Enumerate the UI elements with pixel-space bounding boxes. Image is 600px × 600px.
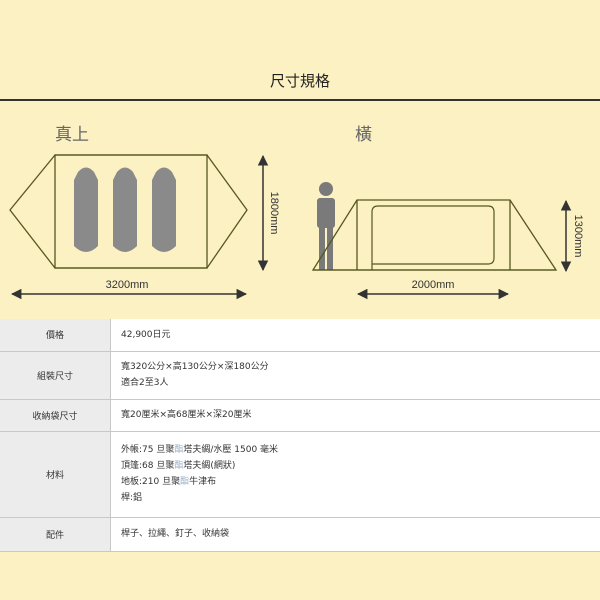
person-icon <box>317 182 335 270</box>
side-view-label: 橫 <box>355 125 372 145</box>
tent-dimension-diagram: 3200mm 1800mm 2000mm 1300mm <box>9 154 584 300</box>
sleeping-bag-1 <box>74 167 98 252</box>
top-view-label: 真上 <box>55 125 89 145</box>
table-row: 配件 桿子、拉繩、釘子、收納袋 <box>0 517 600 552</box>
material-pole: 桿:鋁 <box>121 493 143 503</box>
page-title: 尺寸規格 <box>269 72 330 90</box>
sleeping-bags <box>74 167 176 252</box>
sleeping-bag-3 <box>152 167 176 252</box>
side-width-label: 2000mm <box>412 279 455 291</box>
material-floor: 地板:210 旦聚酯牛津布 <box>121 477 217 487</box>
table-row: 價格 42,900日元 <box>0 319 600 352</box>
tent-door <box>371 205 495 270</box>
material-fly: 外帳:75 旦聚酯塔夫綢/水壓 1500 毫米 <box>121 445 279 455</box>
top-view-tent <box>9 154 248 269</box>
top-width-label: 3200mm <box>106 279 149 291</box>
spec-table: 價格 42,900日元 組裝尺寸 寬320公分×高130公分×深180公分 適合… <box>0 319 600 552</box>
title-divider <box>0 99 600 101</box>
assembled-size-value: 寬320公分×高130公分×深180公分 適合2至3人 <box>110 351 600 400</box>
price-label: 價格 <box>0 319 111 352</box>
accessories-label: 配件 <box>0 517 111 552</box>
side-view-tent <box>311 199 558 271</box>
assembled-size-label: 組裝尺寸 <box>0 351 111 400</box>
material-canopy: 頂篷:68 旦聚酯塔夫綢(網狀) <box>121 461 236 471</box>
material-label: 材料 <box>0 431 111 518</box>
top-depth-label: 1800mm <box>268 192 280 235</box>
side-height-label: 1300mm <box>572 215 584 258</box>
accessories-value: 桿子、拉繩、釘子、收納袋 <box>110 517 600 552</box>
table-row: 收納袋尺寸 寬20厘米×高68厘米×深20厘米 <box>0 399 600 432</box>
material-value: 外帳:75 旦聚酯塔夫綢/水壓 1500 毫米 頂篷:68 旦聚酯塔夫綢(網狀)… <box>110 431 600 518</box>
assembled-size-dimensions: 寬320公分×高130公分×深180公分 <box>121 362 269 372</box>
table-row: 材料 外帳:75 旦聚酯塔夫綢/水壓 1500 毫米 頂篷:68 旦聚酯塔夫綢(… <box>0 431 600 518</box>
price-value: 42,900日元 <box>110 319 600 352</box>
assembled-size-capacity: 適合2至3人 <box>121 378 169 388</box>
table-row: 組裝尺寸 寬320公分×高130公分×深180公分 適合2至3人 <box>0 351 600 400</box>
bag-size-label: 收納袋尺寸 <box>0 399 111 432</box>
bag-size-value: 寬20厘米×高68厘米×深20厘米 <box>110 399 600 432</box>
sleeping-bag-2 <box>113 167 137 252</box>
